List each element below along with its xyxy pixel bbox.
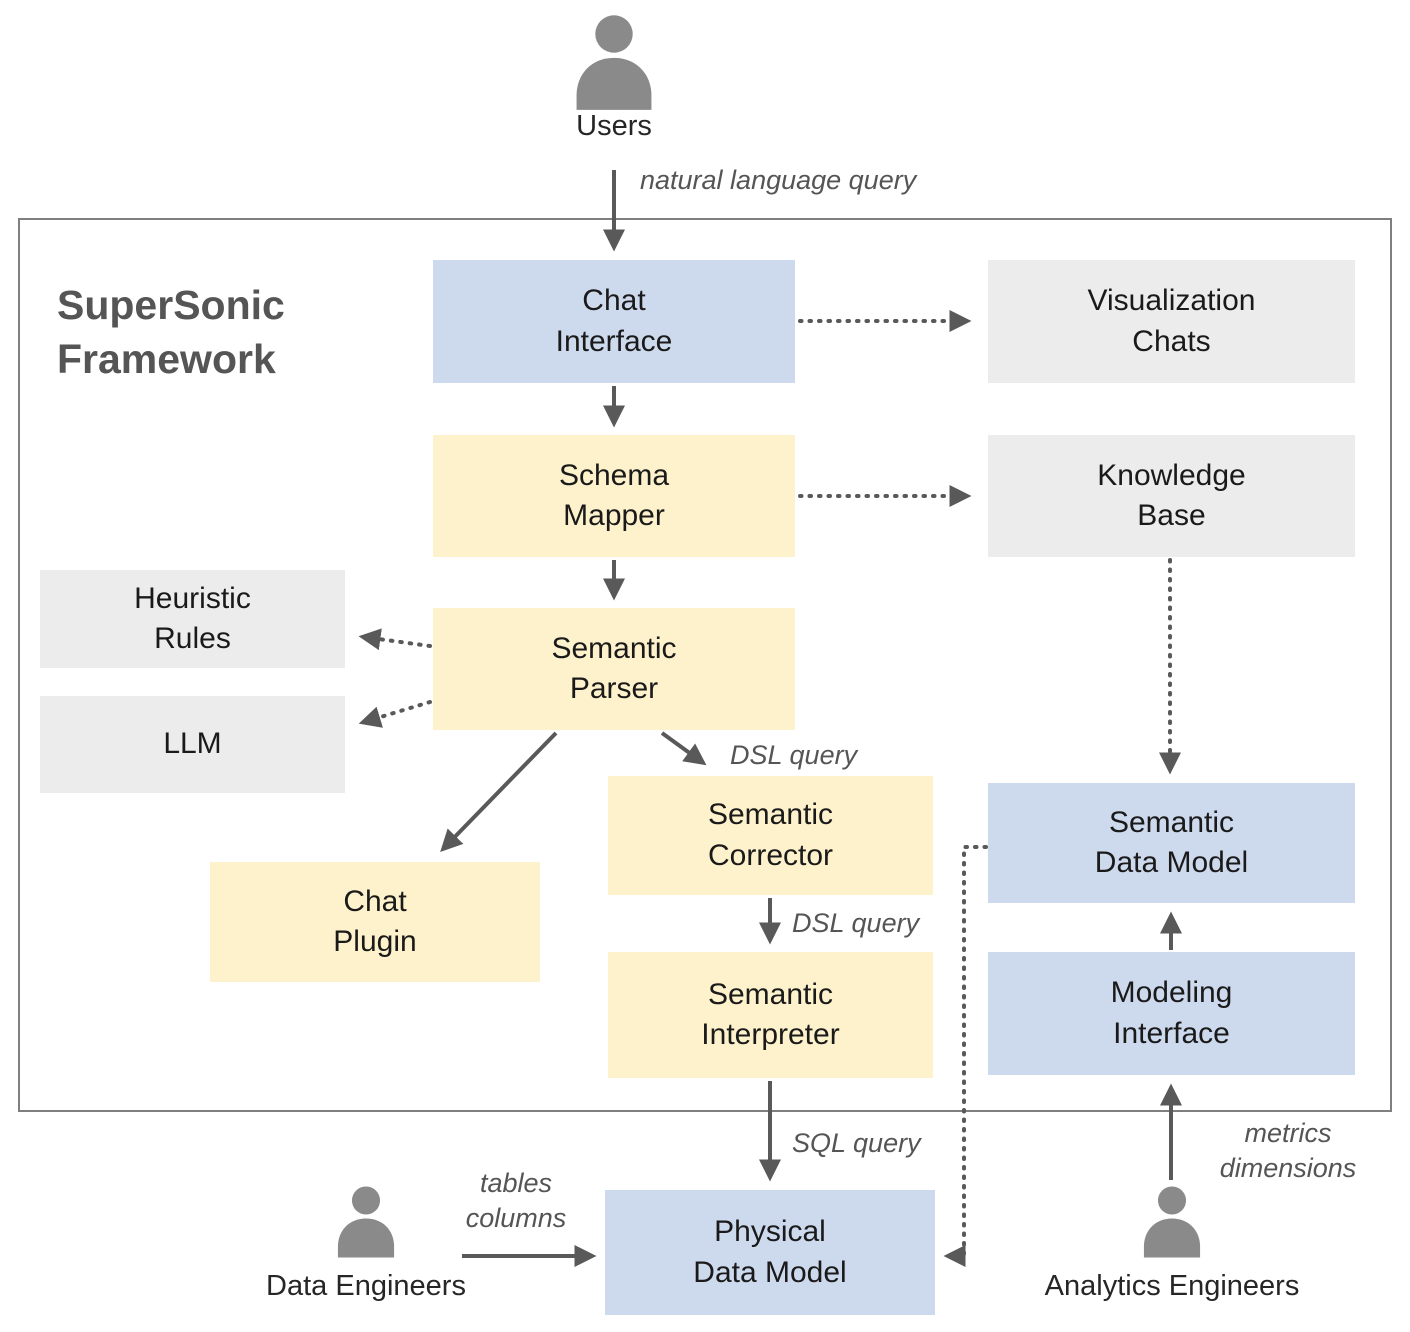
framework-boundary [18,218,1392,1112]
edge-label-metrics-dimensions: metrics dimensions [1219,1118,1357,1184]
edge-label-natural-language-query: natural language query [640,165,917,195]
edge-label-dsl-query-1: DSL query [730,740,858,770]
edge-label-dsl-query-2: DSL query [792,908,920,938]
analytics-engineers-label: Analytics Engineers [1044,1270,1300,1302]
actor-users [562,10,666,110]
node-semantic-parser: Semantic Parser [433,608,795,730]
data-engineers-label: Data Engineers [266,1270,466,1302]
user-person-icon [562,10,666,110]
node-schema-mapper: Schema Mapper [433,435,795,557]
node-heuristic-rules: Heuristic Rules [40,570,345,668]
node-semantic-corrector: Semantic Corrector [608,776,933,895]
node-semantic-data-model: Semantic Data Model [988,783,1355,903]
node-semantic-interpreter: Semantic Interpreter [608,952,933,1078]
node-chat-plugin: Chat Plugin [210,862,540,982]
actor-data-engineers [327,1182,405,1258]
node-llm: LLM [40,696,345,793]
users-label: Users [576,110,652,142]
analytics-engineer-person-icon [1133,1182,1211,1258]
node-visualization-chats: Visualization Chats [988,260,1355,383]
node-modeling-interface: Modeling Interface [988,952,1355,1075]
node-chat-interface: Chat Interface [433,260,795,383]
edge-label-tables-columns: tables columns [465,1168,567,1234]
actor-analytics-engineers [1133,1182,1211,1258]
node-knowledge-base: Knowledge Base [988,435,1355,557]
diagram-title: SuperSonic Framework [57,282,285,383]
node-physical-data-model: Physical Data Model [605,1190,935,1315]
data-engineer-person-icon [327,1182,405,1258]
edge-label-sql-query: SQL query [792,1128,921,1158]
